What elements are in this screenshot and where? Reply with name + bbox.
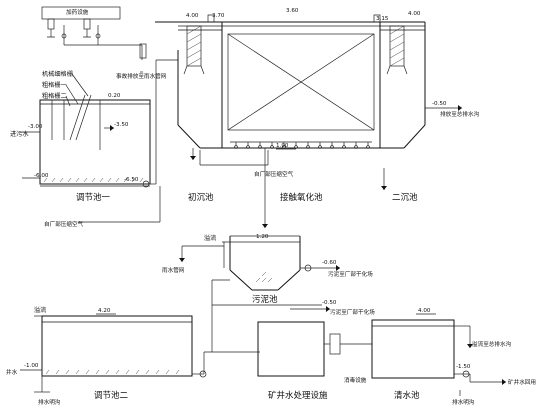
overflow-1-label: 溢流 — [204, 234, 216, 242]
elev-m0-50: -0.50 — [432, 101, 447, 107]
elev-m1-50: -1.50 — [456, 364, 471, 370]
elev-3-70: 3.70 — [212, 13, 225, 19]
elev-1-20: 1.20 — [256, 234, 269, 240]
elev-m6-00: -6.00 — [34, 173, 49, 179]
primary-settling-tank-label: 初沉池 — [188, 192, 214, 203]
drain-to-total-label: 排放至总排水沟 — [440, 110, 480, 118]
rain-network-label: 雨水管网 — [162, 266, 185, 274]
overflow-to-total-label: 溢流至总排水沟 — [472, 340, 512, 348]
mine-water-in-label: 井水 — [6, 368, 18, 376]
elev-3-60: 3.60 — [286, 8, 299, 14]
regulating-tank-1-label: 调节池一 — [76, 192, 111, 203]
compressed-air-2-label: 自厂部压缩空气 — [44, 220, 84, 228]
elev-m0-50-b: -0.50 — [322, 300, 337, 306]
coarse-screen-label: 机械细格栅 — [42, 70, 73, 78]
screen-2-label: 粗格栅二 — [42, 92, 67, 100]
compressed-air-1-label: 自厂部压缩空气 — [254, 170, 294, 178]
screen-1-label: 粗格栅一 — [42, 81, 67, 89]
regulating-tank-2: 溢流 4.20 -1.00 井水 排水明沟 调节池二 — [6, 279, 260, 406]
elev-m6-50: -6.50 — [124, 177, 139, 183]
elev-4-20: 4.20 — [98, 308, 111, 314]
emergency-drain-label: 事故排放至雨水管网 — [116, 72, 167, 80]
mine-water-facility: 消毒设施 矿井水处理设施 — [257, 321, 372, 401]
elev-3-15: 3.15 — [376, 16, 389, 22]
inflow-label: 进污水 — [10, 130, 29, 138]
disinfection-label: 消毒设施 — [344, 376, 367, 384]
elev-4-00-a: 4.00 — [186, 13, 199, 19]
main-treatment-block: 4.00 3.70 3.60 3.15 4.00 1.00 自厂部压缩空气 -0… — [155, 8, 480, 228]
contact-oxidation-tank-label: 接触氧化池 — [280, 192, 323, 203]
dosing-device-label: 加药设施 — [66, 8, 89, 16]
sludge-to-dewater-2-label: 污泥至厂部干化场 — [330, 308, 375, 316]
to-mine-reuse-label: 矿井水回用 — [508, 378, 536, 386]
overflow-2-label: 溢流 — [34, 306, 46, 314]
elev-m3-50: -3.50 — [114, 122, 129, 128]
elev-1-00: 1.00 — [276, 143, 289, 149]
elev-m0-60: -0.60 — [322, 260, 337, 266]
elev-0-20: 0.20 — [108, 93, 121, 99]
secondary-settling-tank-label: 二沉池 — [392, 192, 418, 203]
compressed-air-2-line: 自厂部压缩空气 — [44, 186, 161, 228]
mine-water-facility-label: 矿井水处理设施 — [268, 390, 328, 401]
elev-4-00-c: 4.00 — [418, 308, 431, 314]
regulating-tank-2-label: 调节池二 — [94, 390, 129, 401]
clear-water-tank: 4.00 溢流至总排水沟 -1.50 矿井水回用 排水明沟 清水池 — [371, 308, 536, 406]
elev-m1-00: -1.00 — [24, 363, 39, 369]
regulating-tank-1: 机械细格栅 粗格栅一 粗格栅二 进污水 0.20 -3.00 -3.50 -6.… — [10, 70, 151, 203]
sludge-to-dewater-1-label: 污泥至厂部干化场 — [328, 270, 373, 278]
sludge-tank: 1.20 溢流 雨水管网 -0.60 污泥至厂部干化场 污泥池 -0.50 污泥… — [162, 234, 375, 316]
clear-water-tank-label: 清水池 — [394, 390, 420, 401]
pipe-rt1-to-primary: 事故排放至雨水管网 — [116, 43, 178, 185]
drain-ditch-1-label: 排水明沟 — [38, 398, 61, 406]
dosing-device: 加药设施 — [41, 6, 143, 60]
elev-m3-00: -3.00 — [28, 124, 43, 130]
sludge-tank-label: 污泥池 — [252, 294, 278, 305]
drain-ditch-2-label: 排水明沟 — [452, 398, 475, 406]
elev-4-00-b: 4.00 — [408, 11, 421, 17]
